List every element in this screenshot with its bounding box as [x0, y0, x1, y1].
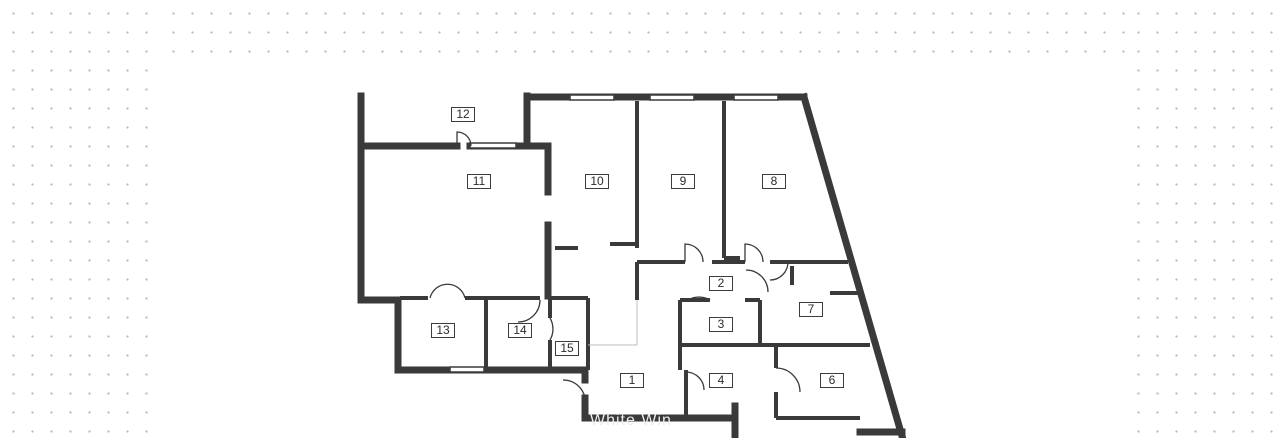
- dot-grid-left: [0, 0, 160, 438]
- dot-grid-top: [160, 0, 1125, 62]
- door-swings: [429, 131, 801, 399]
- room-label-8: 8: [762, 174, 786, 189]
- room-label-6: 6: [820, 373, 844, 388]
- room-label-2: 2: [709, 276, 733, 291]
- room-label-9: 9: [671, 174, 695, 189]
- room-label-7: 7: [799, 302, 823, 317]
- room-label-10: 10: [585, 174, 609, 189]
- room-label-1: 1: [620, 373, 644, 388]
- room-label-4: 4: [709, 373, 733, 388]
- watermark: White Win: [590, 412, 672, 429]
- faint-lines: [588, 300, 638, 346]
- room-label-14: 14: [508, 323, 532, 338]
- room-label-3: 3: [709, 317, 733, 332]
- inner-walls: [400, 101, 870, 420]
- room-label-13: 13: [431, 323, 455, 338]
- room-label-11: 11: [467, 174, 491, 189]
- dot-grid-right: [1125, 0, 1280, 438]
- room-label-12: 12: [451, 107, 475, 122]
- windows: [449, 94, 779, 373]
- room-label-15: 15: [555, 341, 579, 356]
